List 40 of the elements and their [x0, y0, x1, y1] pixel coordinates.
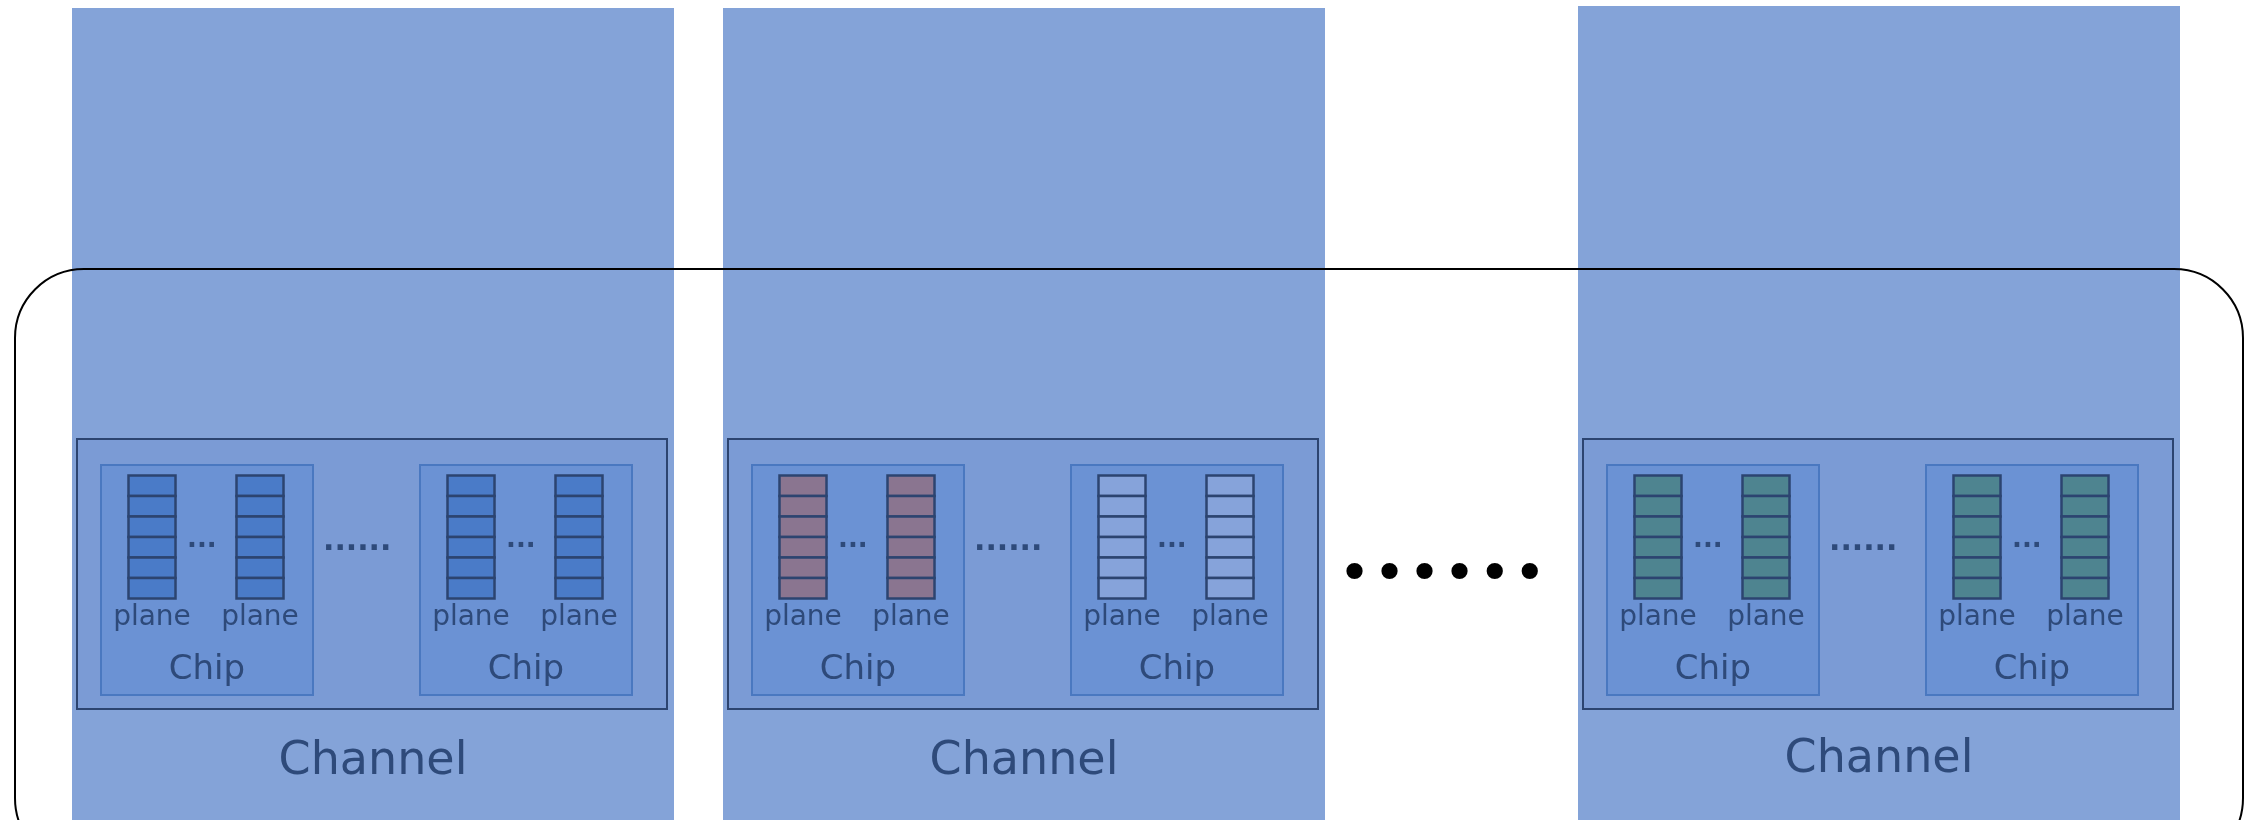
ellipsis-dots: ... [1157, 525, 1187, 551]
chip-label: Chip [1673, 650, 1753, 684]
channel-label: Channel [277, 735, 469, 781]
plane-label: plane [871, 602, 951, 630]
plane-label: plane [431, 602, 511, 630]
chip-label: Chip [1137, 650, 1217, 684]
ellipsis-dots: ... [506, 525, 536, 551]
chip-box [1925, 464, 2139, 696]
chip-label: Chip [486, 650, 566, 684]
chip-box [751, 464, 965, 696]
channel-label: Channel [928, 735, 1120, 781]
chip-box [1606, 464, 1820, 696]
plane-label: plane [220, 602, 300, 630]
plane-label: plane [1726, 602, 1806, 630]
plane-label: plane [2045, 602, 2125, 630]
chip-box [1070, 464, 1284, 696]
plane-label: plane [1190, 602, 1270, 630]
ellipsis-dots: ...... [1829, 525, 1898, 555]
ellipsis-dots: ... [838, 525, 868, 551]
ellipsis-dots: ... [1693, 525, 1723, 551]
chip-box [419, 464, 633, 696]
plane-label: plane [539, 602, 619, 630]
channel-label: Channel [1783, 733, 1975, 779]
ellipsis-dots: ... [187, 525, 217, 551]
chip-box [100, 464, 314, 696]
chip-group-box [727, 438, 1319, 710]
chip-label: Chip [1992, 650, 2072, 684]
chip-group-box [1582, 438, 2174, 710]
chip-label: Chip [167, 650, 247, 684]
chip-label: Chip [818, 650, 898, 684]
plane-label: plane [1082, 602, 1162, 630]
plane-label: plane [112, 602, 192, 630]
ellipsis-dots: ...... [323, 525, 392, 555]
plane-label: plane [1618, 602, 1698, 630]
plane-label: plane [1937, 602, 2017, 630]
plane-label: plane [763, 602, 843, 630]
ellipsis-dots: ...... [974, 525, 1043, 555]
chip-group-box [76, 438, 668, 710]
ellipsis-dots: •••••• [1338, 545, 1549, 601]
ellipsis-dots: ... [2012, 525, 2042, 551]
